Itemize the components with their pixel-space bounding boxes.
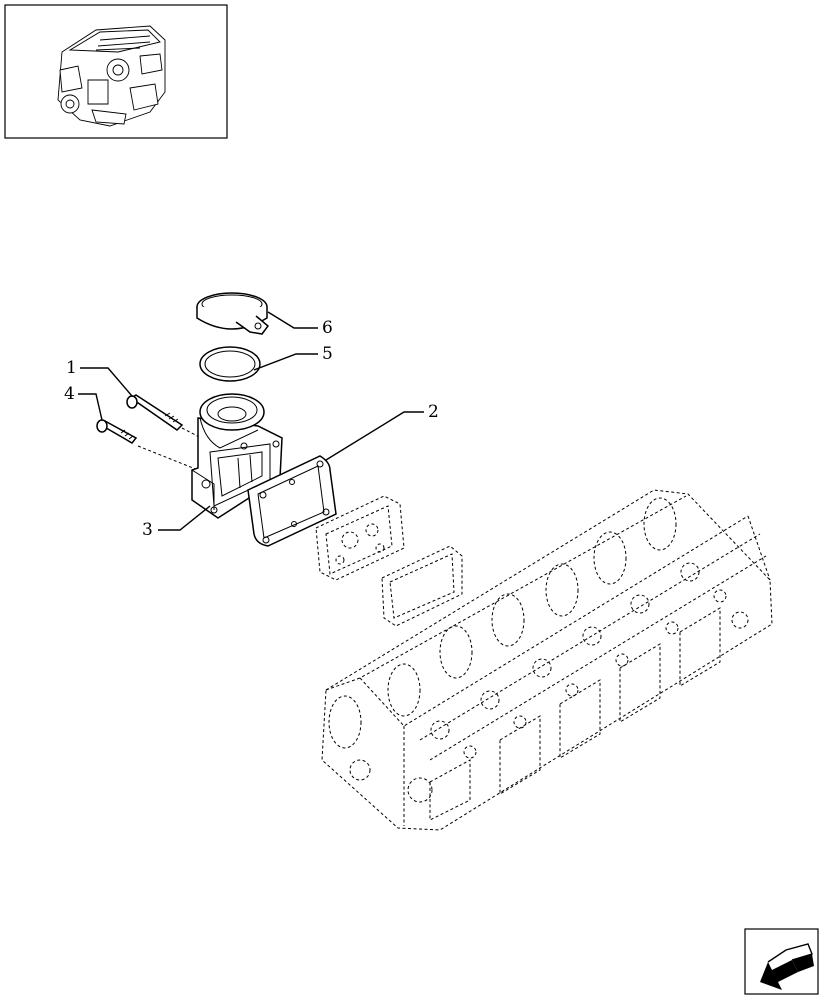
phantom-flange (315, 495, 405, 581)
callout-label: 2 (428, 402, 439, 422)
back-arrow-icon[interactable] (744, 928, 819, 995)
alignment-line (181, 427, 206, 441)
gasket-part (247, 455, 337, 547)
callout-2: 2 (325, 402, 439, 461)
callout-label: 4 (64, 384, 75, 404)
short-bolt-part (96, 419, 138, 444)
callout-6: 6 (267, 311, 333, 338)
phantom-gasket (381, 545, 463, 627)
housing-part (191, 393, 283, 519)
callout-1: 1 (66, 358, 133, 397)
callout-3: 3 (142, 505, 211, 540)
callout-label: 1 (66, 358, 77, 378)
callout-label: 6 (322, 318, 333, 338)
alignment-line (137, 445, 199, 471)
callout-label: 3 (142, 520, 153, 540)
clamp-part (196, 292, 270, 335)
engine-thumbnail-icon[interactable] (4, 4, 228, 139)
callout-5: 5 (253, 344, 333, 371)
cylinder-head-phantom (321, 489, 773, 831)
long-bolt-part (126, 394, 184, 431)
callout-label: 5 (322, 344, 333, 364)
o-ring-part (199, 346, 261, 382)
callout-4: 4 (64, 384, 103, 421)
